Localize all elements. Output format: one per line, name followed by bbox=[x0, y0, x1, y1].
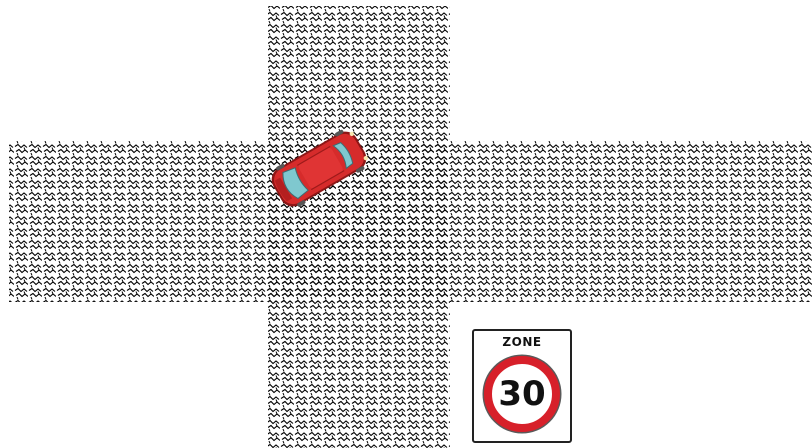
zone-30-speed-limit-sign-icon: ZONE 30 bbox=[472, 329, 572, 443]
speed-limit-value: 30 bbox=[492, 364, 552, 424]
speed-limit-ring: 30 bbox=[484, 356, 560, 432]
sign-zone-label: ZONE bbox=[474, 335, 570, 349]
horizontal-road bbox=[9, 141, 812, 302]
